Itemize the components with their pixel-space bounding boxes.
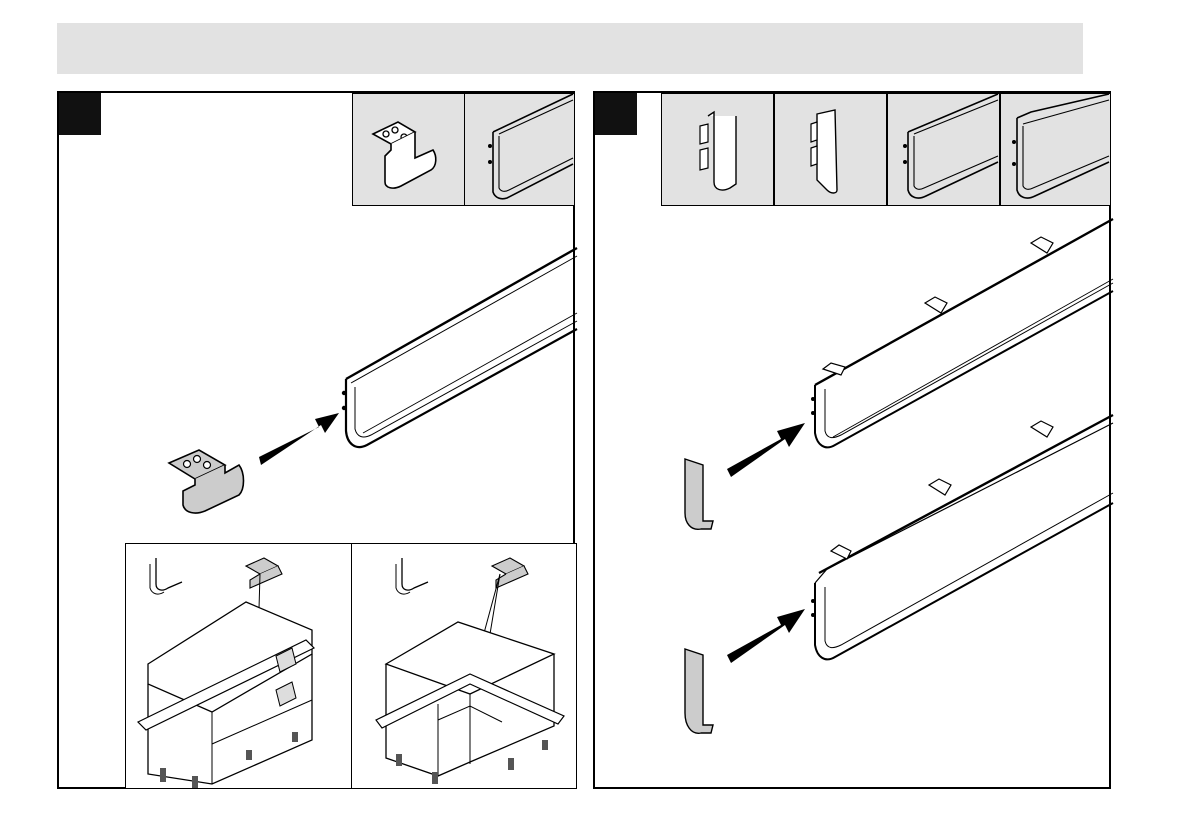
main-illustration-2 [595,93,1113,791]
sub-illustration-corner-cabinet [351,543,577,789]
end-cap-part-lower [685,649,713,733]
header-bar [57,23,1083,74]
step-panel-2 [593,91,1111,789]
rail-lower [811,415,1113,659]
cabinet-drawers-drawing [126,544,353,790]
step-panel-1 [57,91,575,789]
arrow-icon [727,423,805,477]
corner-cabinet-drawing [352,544,578,790]
rail-upper [811,219,1113,447]
end-cap-part-upper [685,459,713,529]
sub-illustration-straight-cabinet [125,543,352,789]
arrow-icon [259,413,339,465]
arrow-icon [727,609,805,663]
clip-part [169,450,244,513]
